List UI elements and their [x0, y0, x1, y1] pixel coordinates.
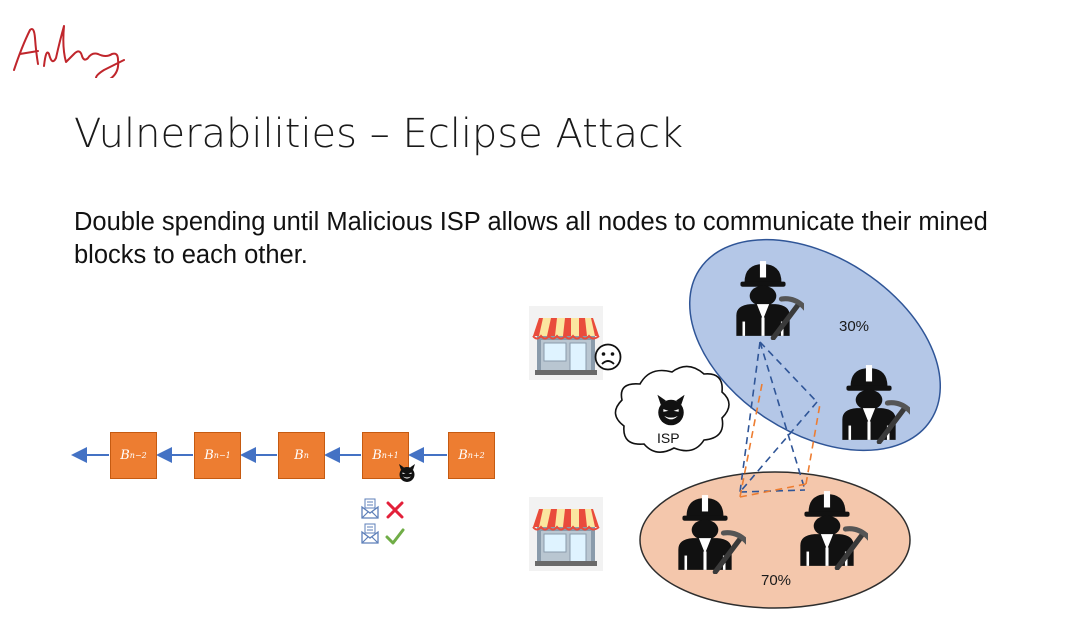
blue-link — [739, 401, 818, 493]
upper-group-ellipse — [688, 238, 942, 452]
blue-link — [759, 341, 818, 403]
blue-link — [739, 489, 806, 493]
lower-group-percentage: 70% — [761, 572, 792, 589]
orange-link — [805, 403, 821, 485]
block-sub: n — [303, 451, 309, 460]
block-sub: n−2 — [129, 451, 147, 460]
shop-icon — [529, 306, 603, 380]
upper-group-percentage: 30% — [839, 318, 870, 335]
block-base: B — [458, 448, 468, 463]
block-sub: n+1 — [381, 451, 399, 460]
block-base: B — [294, 448, 304, 463]
blue-link — [739, 341, 761, 493]
check-icon — [385, 528, 405, 545]
slide-title: Vulnerabilities – Eclipse Attack — [74, 111, 684, 157]
handwritten-signature — [13, 25, 125, 78]
block-sub: n+2 — [467, 451, 485, 460]
block-base: B — [120, 448, 130, 463]
slide-body: Double spending until Malicious ISP allo… — [74, 208, 988, 269]
block-base: B — [372, 448, 382, 463]
cross-icon — [386, 501, 404, 519]
devil-icon — [654, 393, 688, 427]
shop-icon — [529, 497, 603, 571]
blue-link — [759, 341, 806, 491]
block-sub: n−1 — [213, 451, 231, 460]
isp-label: ISP — [657, 430, 680, 446]
block-base: B — [204, 448, 214, 463]
sad-face-icon — [594, 343, 622, 371]
